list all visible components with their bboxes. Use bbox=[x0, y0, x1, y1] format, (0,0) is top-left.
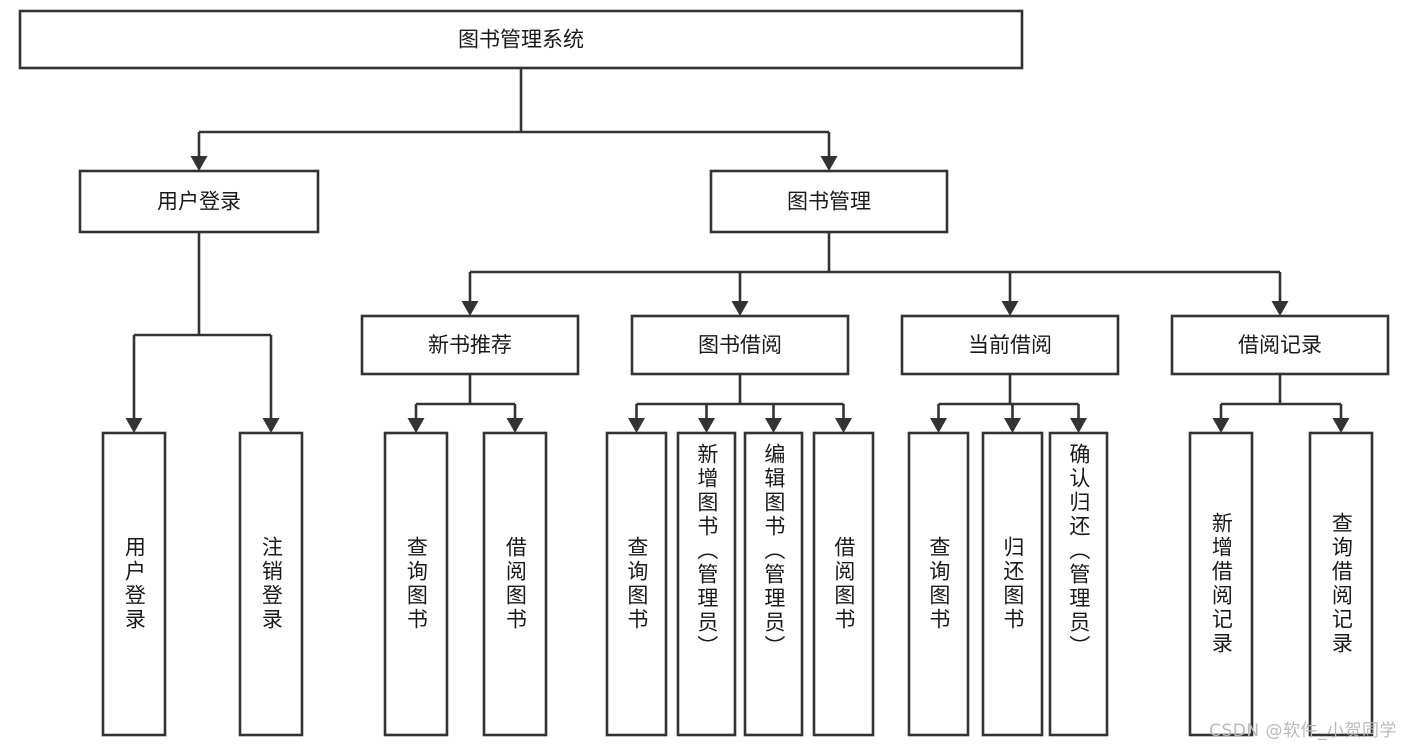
arrow-head-icon bbox=[1212, 418, 1230, 433]
leaf-node-11[interactable] bbox=[1188, 431, 1254, 737]
leaf-node-2[interactable] bbox=[383, 431, 449, 737]
arrow-head-icon bbox=[628, 418, 645, 433]
node-label: 借阅记录 bbox=[1238, 333, 1322, 357]
arrow-head-icon bbox=[698, 418, 715, 433]
leaf-node-6[interactable] bbox=[743, 431, 804, 737]
arrow-head-icon bbox=[125, 418, 143, 433]
level3-node-2[interactable]: 当前借阅 bbox=[900, 314, 1120, 376]
node-label: 新书推荐 bbox=[428, 333, 512, 357]
leaf-node-12[interactable] bbox=[1308, 431, 1374, 737]
arrow-head-icon bbox=[506, 418, 524, 433]
arrow-head-icon bbox=[731, 301, 749, 316]
leaf-node-7[interactable] bbox=[812, 431, 875, 737]
node-label: 图书管理系统 bbox=[458, 28, 584, 52]
leaf-node-10[interactable] bbox=[1048, 431, 1109, 737]
level3-node-3[interactable]: 借阅记录 bbox=[1170, 314, 1390, 376]
leaf-node-3[interactable] bbox=[482, 431, 548, 737]
arrow-head-icon bbox=[190, 156, 208, 171]
arrow-head-icon bbox=[1001, 301, 1019, 316]
connectors-layer bbox=[125, 68, 1350, 433]
level2-node-1[interactable]: 图书管理 bbox=[709, 169, 949, 234]
arrow-head-icon bbox=[1271, 301, 1289, 316]
arrow-head-icon bbox=[1070, 418, 1087, 433]
leaf-node-8[interactable] bbox=[907, 431, 970, 737]
level3-node-1[interactable]: 图书借阅 bbox=[630, 314, 850, 376]
level3-node-0[interactable]: 新书推荐 bbox=[360, 314, 580, 376]
leaf-node-0[interactable] bbox=[101, 431, 167, 737]
arrow-head-icon bbox=[820, 156, 838, 171]
arrow-head-icon bbox=[262, 418, 280, 433]
level2-node-0[interactable]: 用户登录 bbox=[78, 169, 320, 234]
arrow-head-icon bbox=[1332, 418, 1350, 433]
node-label: 用户登录 bbox=[157, 190, 241, 214]
node-label: 图书管理 bbox=[787, 190, 871, 214]
node-label: 图书借阅 bbox=[698, 333, 782, 357]
arrow-head-icon bbox=[461, 301, 479, 316]
watermark-text: CSDN @软件_小贺同学 bbox=[1209, 721, 1397, 741]
arrow-head-icon bbox=[835, 418, 852, 433]
leaf-node-4[interactable] bbox=[605, 431, 668, 737]
leaf-node-1[interactable] bbox=[238, 431, 304, 737]
node-label: 当前借阅 bbox=[968, 333, 1052, 357]
arrow-head-icon bbox=[930, 418, 947, 433]
arrow-head-icon bbox=[1004, 418, 1021, 433]
leaf-node-9[interactable] bbox=[981, 431, 1044, 737]
arrow-head-icon bbox=[765, 418, 782, 433]
leaf-node-5[interactable] bbox=[676, 431, 737, 737]
arrow-head-icon bbox=[407, 418, 425, 433]
root-node[interactable]: 图书管理系统 bbox=[18, 9, 1024, 70]
